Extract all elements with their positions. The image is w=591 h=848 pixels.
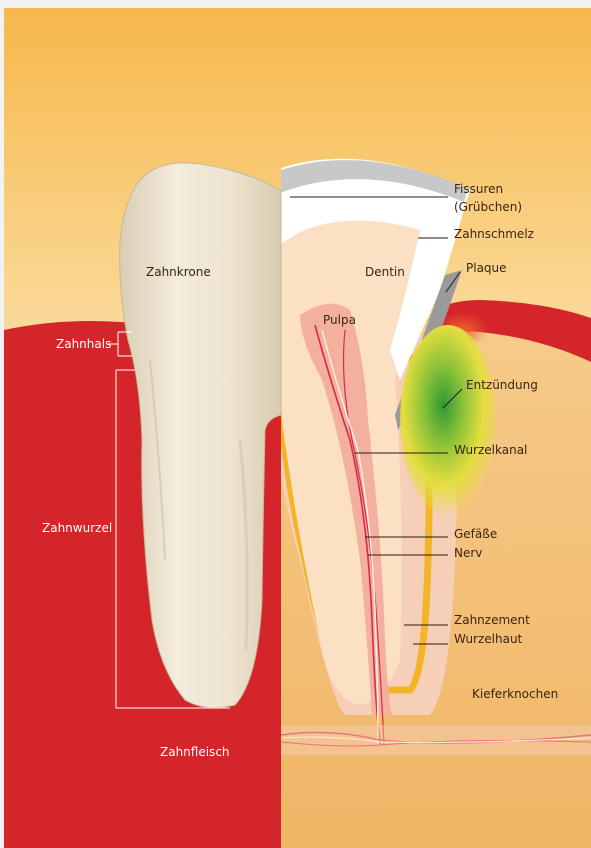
label-wurzelkanal: Wurzelkanal — [454, 443, 527, 457]
label-fissuren: Fissuren — [454, 182, 503, 196]
label-zahnzement: Zahnzement — [454, 613, 530, 627]
label-zahnhals: Zahnhals — [56, 337, 111, 351]
label-zahnwurzel: Zahnwurzel — [42, 521, 112, 535]
label-fissuren-sub: (Grübchen) — [454, 200, 522, 214]
label-pulpa: Pulpa — [323, 313, 356, 327]
label-zahnfleisch: Zahnfleisch — [160, 745, 230, 759]
label-zahnschmelz: Zahnschmelz — [454, 227, 534, 241]
inflammation — [400, 325, 496, 515]
label-nerv: Nerv — [454, 546, 482, 560]
label-plaque: Plaque — [466, 261, 507, 275]
label-dentin: Dentin — [365, 265, 405, 279]
label-kieferknochen: Kieferknochen — [472, 687, 558, 701]
label-entzuendung: Entzündung — [466, 378, 538, 392]
label-gefaesse: Gefäße — [454, 527, 497, 541]
label-wurzelhaut: Wurzelhaut — [454, 632, 523, 646]
label-zahnkrone: Zahnkrone — [146, 265, 211, 279]
